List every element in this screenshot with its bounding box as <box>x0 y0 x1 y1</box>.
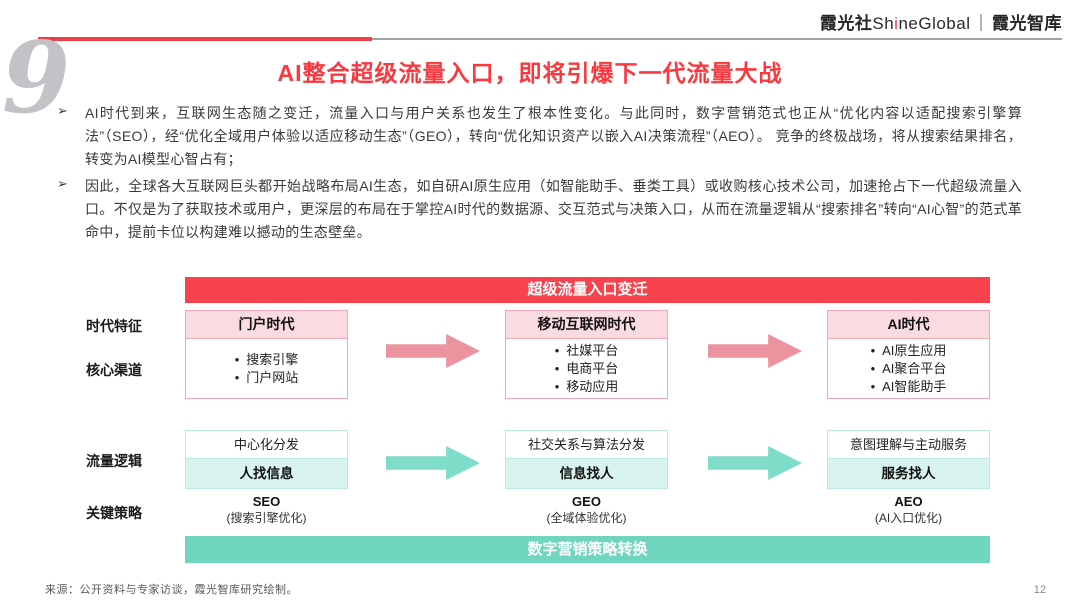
strategy-note: (搜索引擎优化) <box>226 511 307 525</box>
divider-red-segment <box>38 37 372 41</box>
logic-mode: 信息找人 <box>506 459 667 488</box>
channel-item: AI聚合平台 <box>871 360 946 378</box>
era-box: 移动互联网时代 社媒平台 电商平台 移动应用 <box>505 310 668 399</box>
channel-item: AI原生应用 <box>871 342 946 360</box>
logic-mode: 人找信息 <box>186 459 347 488</box>
row-label-logic: 流量逻辑 <box>86 453 142 469</box>
era-channels: AI原生应用 AI聚合平台 AI智能助手 <box>828 339 989 398</box>
brand-logo: 霞光社ShineGlobal｜霞光智库 <box>820 9 1062 34</box>
logic-box: 社交关系与算法分发 信息找人 <box>505 430 668 489</box>
right-arrow-icon <box>708 446 802 480</box>
bullet-text: 因此，全球各大互联网巨头都开始战略布局AI生态，如自研AI原生应用（如智能助手、… <box>85 178 1022 240</box>
channel-list: 社媒平台 电商平台 移动应用 <box>555 342 618 396</box>
era-box: 门户时代 搜索引擎 门户网站 <box>185 310 348 399</box>
row-label-channels: 核心渠道 <box>86 362 142 378</box>
logic-mechanism: 中心化分发 <box>186 431 347 459</box>
intro-section: ➢ AI时代到来，互联网生态随之变迁，流量入口与用户关系也发生了根本性变化。与此… <box>57 102 1022 248</box>
diagram-bottom-banner: 数字营销策略转换 <box>185 536 990 563</box>
strategy-block: AEO (AI入口优化) <box>827 493 990 527</box>
row-label-strategy: 关键策略 <box>86 505 142 521</box>
channel-item: AI智能助手 <box>871 378 946 396</box>
strategy-note: (全域体验优化) <box>546 511 627 525</box>
strategy-block: SEO (搜索引擎优化) <box>185 493 348 527</box>
channel-list: 搜索引擎 门户网站 <box>235 351 298 387</box>
strategy-acronym: AEO <box>894 494 923 509</box>
era-box: AI时代 AI原生应用 AI聚合平台 AI智能助手 <box>827 310 990 399</box>
row-label-era: 时代特征 <box>86 318 142 334</box>
bullet-marker-icon: ➢ <box>57 103 68 118</box>
right-arrow-icon <box>386 446 480 480</box>
strategy-block: GEO (全域体验优化) <box>505 493 668 527</box>
brand-separator: ｜ <box>972 14 990 33</box>
channel-item: 搜索引擎 <box>235 351 298 369</box>
channel-item: 门户网站 <box>235 369 298 387</box>
channel-list: AI原生应用 AI聚合平台 AI智能助手 <box>871 342 946 396</box>
era-channels: 社媒平台 电商平台 移动应用 <box>506 339 667 398</box>
right-arrow-icon <box>708 334 802 368</box>
era-title: 门户时代 <box>186 311 347 339</box>
brand-red-i: i <box>894 14 899 33</box>
strategy-note: (AI入口优化) <box>874 511 943 525</box>
slide-title: AI整合超级流量入口，即将引爆下一代流量大战 <box>277 60 783 86</box>
bullet-marker-icon: ➢ <box>57 176 68 191</box>
logic-box: 意图理解与主动服务 服务找人 <box>827 430 990 489</box>
brand-en: ShineGlobal <box>872 14 971 33</box>
source-note: 来源：公开资料与专家访谈，霞光智库研究绘制。 <box>45 584 298 596</box>
era-title: AI时代 <box>828 311 989 339</box>
channel-item: 社媒平台 <box>555 342 618 360</box>
brand-suffix: 霞光智库 <box>992 14 1062 33</box>
strategy-acronym: SEO <box>252 494 281 509</box>
channel-item: 移动应用 <box>555 378 618 396</box>
intro-bullet: ➢ AI时代到来，互联网生态随之变迁，流量入口与用户关系也发生了根本性变化。与此… <box>57 102 1022 171</box>
strategy-acronym: GEO <box>572 494 601 509</box>
page-number: 12 <box>1033 584 1046 596</box>
brand-cn: 霞光社 <box>819 14 873 33</box>
era-channels: 搜索引擎 门户网站 <box>186 339 347 398</box>
logic-box: 中心化分发 人找信息 <box>185 430 348 489</box>
divider-gray-segment <box>372 38 1062 40</box>
right-arrow-icon <box>386 334 480 368</box>
intro-bullet: ➢ 因此，全球各大互联网巨头都开始战略布局AI生态，如自研AI原生应用（如智能助… <box>57 175 1022 244</box>
logic-mechanism: 社交关系与算法分发 <box>506 431 667 459</box>
diagram-top-banner: 超级流量入口变迁 <box>185 277 990 303</box>
bullet-text: AI时代到来，互联网生态随之变迁，流量入口与用户关系也发生了根本性变化。与此同时… <box>85 105 1022 167</box>
logic-mode: 服务找人 <box>828 459 989 488</box>
page-index-numeral: 9 <box>2 21 71 136</box>
channel-item: 电商平台 <box>555 360 618 378</box>
logic-mechanism: 意图理解与主动服务 <box>828 431 989 459</box>
era-title: 移动互联网时代 <box>506 311 667 339</box>
